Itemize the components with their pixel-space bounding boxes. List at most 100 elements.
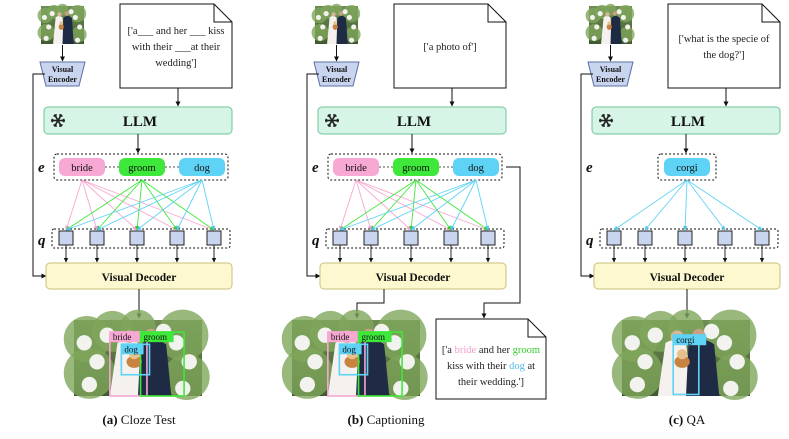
prompt-text: ['a photo of'] xyxy=(423,42,476,53)
entity-token: dog xyxy=(179,158,225,176)
attention-link xyxy=(686,179,763,231)
query-token xyxy=(606,230,622,246)
visual-decoder: Visual Decoder xyxy=(45,262,233,290)
entity-symbol: e xyxy=(38,160,45,176)
entity-group xyxy=(657,153,717,181)
skip-connection xyxy=(32,73,47,279)
query-group xyxy=(51,228,231,249)
entity-token: bride xyxy=(333,158,379,176)
attention-link xyxy=(141,179,178,231)
query-token xyxy=(89,230,105,246)
query-token xyxy=(206,230,222,246)
attention-link xyxy=(141,179,215,231)
panel-caption-text: Captioning xyxy=(363,412,425,427)
entity-label: dog xyxy=(468,163,485,174)
attention-link xyxy=(339,179,417,231)
caption-output-line: kiss with their dog at xyxy=(447,361,535,372)
entity-label: groom xyxy=(402,163,429,174)
query-symbol: q xyxy=(586,233,594,249)
llm-label: LLM xyxy=(123,114,157,130)
entity-symbol: e xyxy=(586,160,593,176)
input-photo xyxy=(37,3,87,44)
query-token xyxy=(332,230,348,246)
llm-label: LLM xyxy=(671,114,705,130)
caption-output-line: ['a bride and her groom xyxy=(442,345,540,356)
attention-link xyxy=(475,179,490,231)
query-group xyxy=(599,228,779,249)
entity-label: bride xyxy=(345,163,367,174)
detection-box: dog xyxy=(338,343,369,376)
attention-link xyxy=(135,179,143,231)
query-token xyxy=(443,230,459,246)
entity-label: bride xyxy=(71,163,93,174)
caption-segment: ['a xyxy=(442,345,455,356)
attention-link xyxy=(686,179,726,231)
query-token xyxy=(169,230,185,246)
text-prompt: ['a photo of'] xyxy=(393,3,507,89)
detection-box: groom xyxy=(139,331,185,397)
attention-link xyxy=(81,179,215,231)
prompt-text: with their ___at their xyxy=(132,42,221,53)
detection-label: corgi xyxy=(676,335,695,345)
visual-decoder-label: Visual Decoder xyxy=(102,272,177,284)
output-photo xyxy=(611,309,758,401)
attention-link xyxy=(370,179,417,231)
entity-token: dog xyxy=(453,158,499,176)
detection-label: groom xyxy=(362,332,386,342)
detection-box: bride xyxy=(109,331,148,397)
attention-link xyxy=(409,179,417,231)
visual-encoder-label: Encoder xyxy=(322,75,351,84)
skip-connection xyxy=(306,73,321,279)
attention-link xyxy=(81,179,98,231)
attention-link xyxy=(644,179,688,231)
caption-segment: at xyxy=(525,361,535,372)
input-photo xyxy=(585,3,635,44)
prompt-text: ['what is the specie of xyxy=(678,34,770,45)
entity-label: corgi xyxy=(676,163,697,174)
attention-link xyxy=(81,179,138,231)
visual-encoder-label: Visual xyxy=(600,65,622,74)
panel-caption-letter: (a) xyxy=(102,412,117,427)
detection-box: bride xyxy=(327,331,366,397)
attention-link xyxy=(81,179,178,231)
query-group xyxy=(325,228,505,249)
query-token xyxy=(403,230,419,246)
visual-decoder: Visual Decoder xyxy=(319,262,507,290)
query-token xyxy=(677,230,693,246)
entity-token: bride xyxy=(59,158,105,176)
skip-connection xyxy=(580,73,595,279)
visual-encoder-label: Visual xyxy=(52,65,74,74)
query-token xyxy=(637,230,653,246)
query-token xyxy=(480,230,496,246)
prompt-text: the dog?'] xyxy=(703,50,744,61)
query-token xyxy=(754,230,770,246)
entity-group xyxy=(327,153,503,181)
attention-link xyxy=(415,179,489,231)
caption-output: ['a bride and her groom kiss with their d… xyxy=(435,318,547,400)
detection-label: bride xyxy=(331,332,350,342)
text-prompt: ['what is the specie of the dog?'] xyxy=(667,3,781,89)
query-token xyxy=(129,230,145,246)
panel-caption: (c) QA xyxy=(669,412,706,427)
visual-decoder: Visual Decoder xyxy=(593,262,781,290)
detection-label: dog xyxy=(342,344,356,354)
attention-link xyxy=(682,179,688,231)
caption-segment: kiss with their xyxy=(447,361,509,372)
attention-link xyxy=(410,179,477,231)
attention-link xyxy=(339,179,357,231)
panel-caption-letter: (c) xyxy=(669,412,683,427)
attention-link xyxy=(355,179,452,231)
attention-link xyxy=(96,179,143,231)
llm-label: LLM xyxy=(397,114,431,130)
entity-token: corgi xyxy=(664,158,710,176)
query-symbol: q xyxy=(38,233,46,249)
entity-token: groom xyxy=(119,158,165,176)
